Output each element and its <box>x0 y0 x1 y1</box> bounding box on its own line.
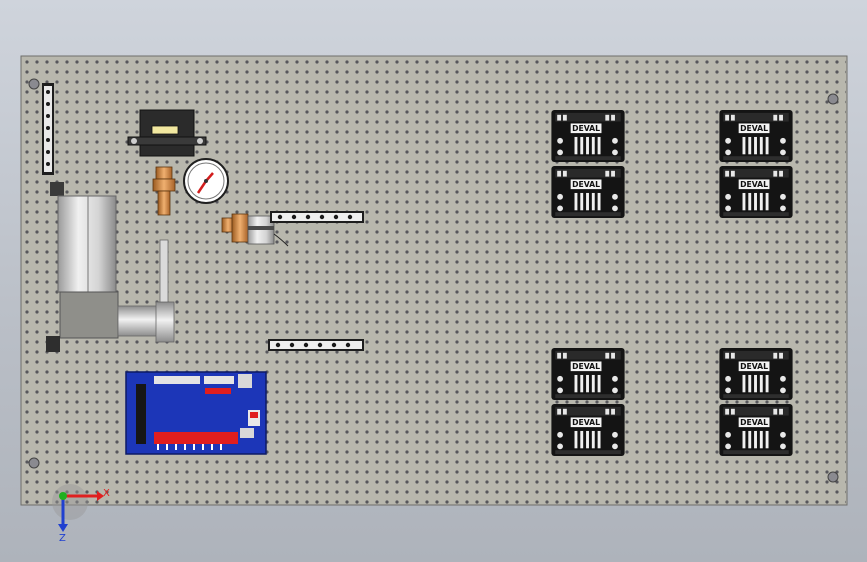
motor-driver-module[interactable] <box>719 166 793 218</box>
motor-driver-module[interactable] <box>719 110 793 162</box>
control-board[interactable] <box>125 371 267 455</box>
motor-driver-module[interactable] <box>719 348 793 400</box>
motor-driver-module[interactable] <box>719 404 793 456</box>
cylinder-actuator[interactable] <box>46 182 175 352</box>
motor-driver-module[interactable] <box>551 348 625 400</box>
terminal-strip-upper[interactable] <box>270 211 364 223</box>
motor-driver-module[interactable] <box>551 166 625 218</box>
motor-driver-module[interactable] <box>551 110 625 162</box>
z-axis-label: Z <box>59 533 66 544</box>
y-axis-dot <box>59 492 67 500</box>
pressure-switch[interactable] <box>221 213 289 247</box>
terminal-strip-lower[interactable] <box>268 339 364 351</box>
brass-fitting[interactable] <box>152 166 176 216</box>
motor-driver-module[interactable] <box>551 404 625 456</box>
x-axis-label: X <box>103 488 110 499</box>
pressure-gauge[interactable] <box>183 158 229 204</box>
terminal-strip-vertical[interactable] <box>42 83 54 175</box>
coordinate-triad: X Z <box>52 484 110 544</box>
relay[interactable] <box>127 109 207 157</box>
